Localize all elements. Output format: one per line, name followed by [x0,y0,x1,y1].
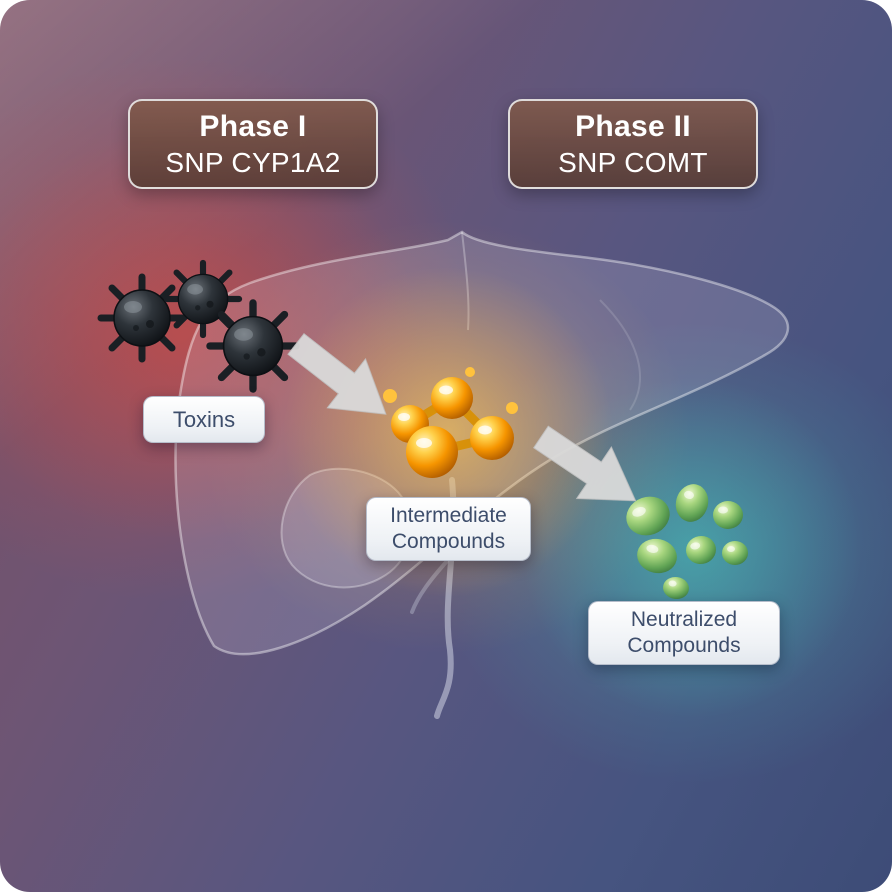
toxin-icon [101,277,183,359]
neutralized-compounds-label: Neutralized Compounds [588,601,780,665]
phase2-subtitle: SNP COMT [558,147,708,178]
phase2-title: Phase II [575,110,691,143]
phase1-subtitle: SNP CYP1A2 [165,147,341,178]
intermediate-compounds-label: Intermediate Compounds [366,497,531,561]
phase1-card: Phase I SNP CYP1A2 [128,99,378,189]
green-compound-blobs-icon [626,484,748,600]
arrow-intermediate-to-neutralized-icon [533,425,637,502]
glowing-molecule-icon [383,367,518,478]
toxins-label: Toxins [143,396,265,443]
arrow-toxins-to-intermediate-icon [287,333,387,415]
toxins-label-text: Toxins [172,406,236,432]
intermediate-label-line1: Intermediate [390,504,507,527]
neutralized-label-line2: Compounds [627,634,741,657]
phase2-card: Phase II SNP COMT [508,99,758,189]
neutralized-label-line1: Neutralized [630,608,738,631]
intermediate-label-line2: Compounds [391,530,506,553]
toxin-icon [210,303,296,389]
phase1-title: Phase I [199,110,307,143]
